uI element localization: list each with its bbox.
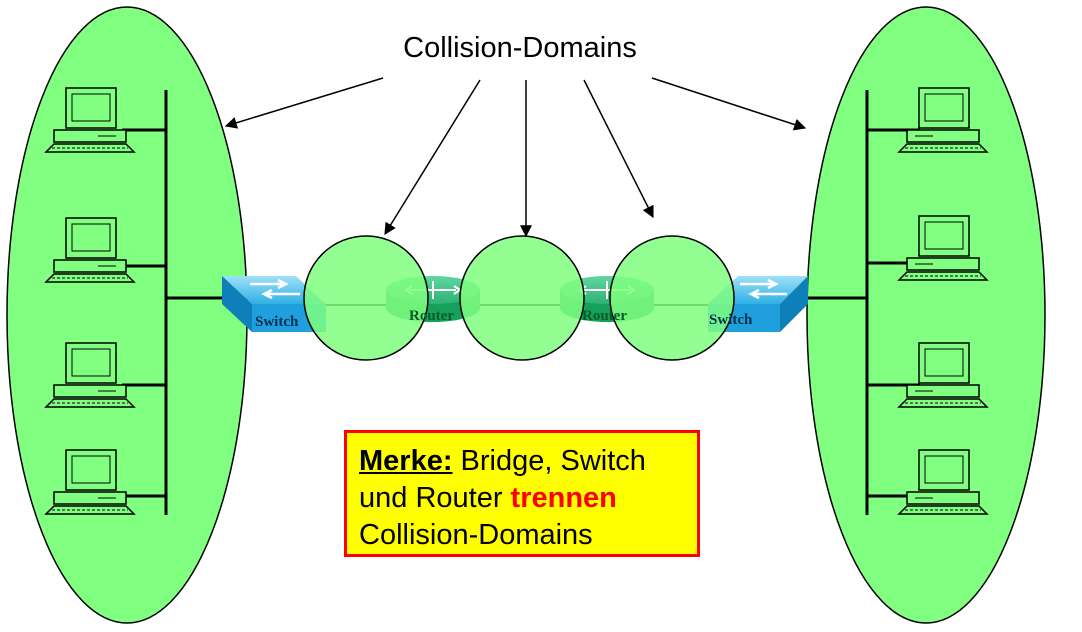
note-text-2: und Router [359, 482, 511, 514]
computer-icon [44, 342, 136, 408]
collision-domain-circle-1 [303, 235, 429, 361]
note-text-3: Collision-Domains [359, 519, 593, 551]
arrow [384, 79, 481, 236]
computer-icon [897, 449, 989, 515]
arrow [224, 77, 384, 129]
router-label-left: Router [409, 308, 454, 324]
computer-icon [44, 87, 136, 153]
arrow [583, 79, 654, 219]
switch-label-right: Switch [709, 312, 753, 328]
computer-icon [897, 215, 989, 281]
router-label-right: Router [582, 308, 627, 324]
arrow [651, 77, 807, 131]
note-text-1: Bridge, Switch [452, 445, 646, 477]
computer-icon [44, 217, 136, 283]
switch-label-left: Switch [255, 314, 299, 330]
collision-domain-circle-3 [609, 235, 735, 361]
note-highlight: trennen [510, 482, 617, 514]
computer-icon [44, 449, 136, 515]
collision-domain-left [6, 6, 248, 624]
note-label: Merke: [359, 445, 453, 477]
note-box: Merke: Bridge, Switch und Router trennen… [344, 430, 700, 557]
computer-icon [897, 342, 989, 408]
collision-domain-circle-2 [459, 235, 585, 361]
computer-icon [897, 87, 989, 153]
diagram-title: Collision-Domains [403, 32, 637, 64]
